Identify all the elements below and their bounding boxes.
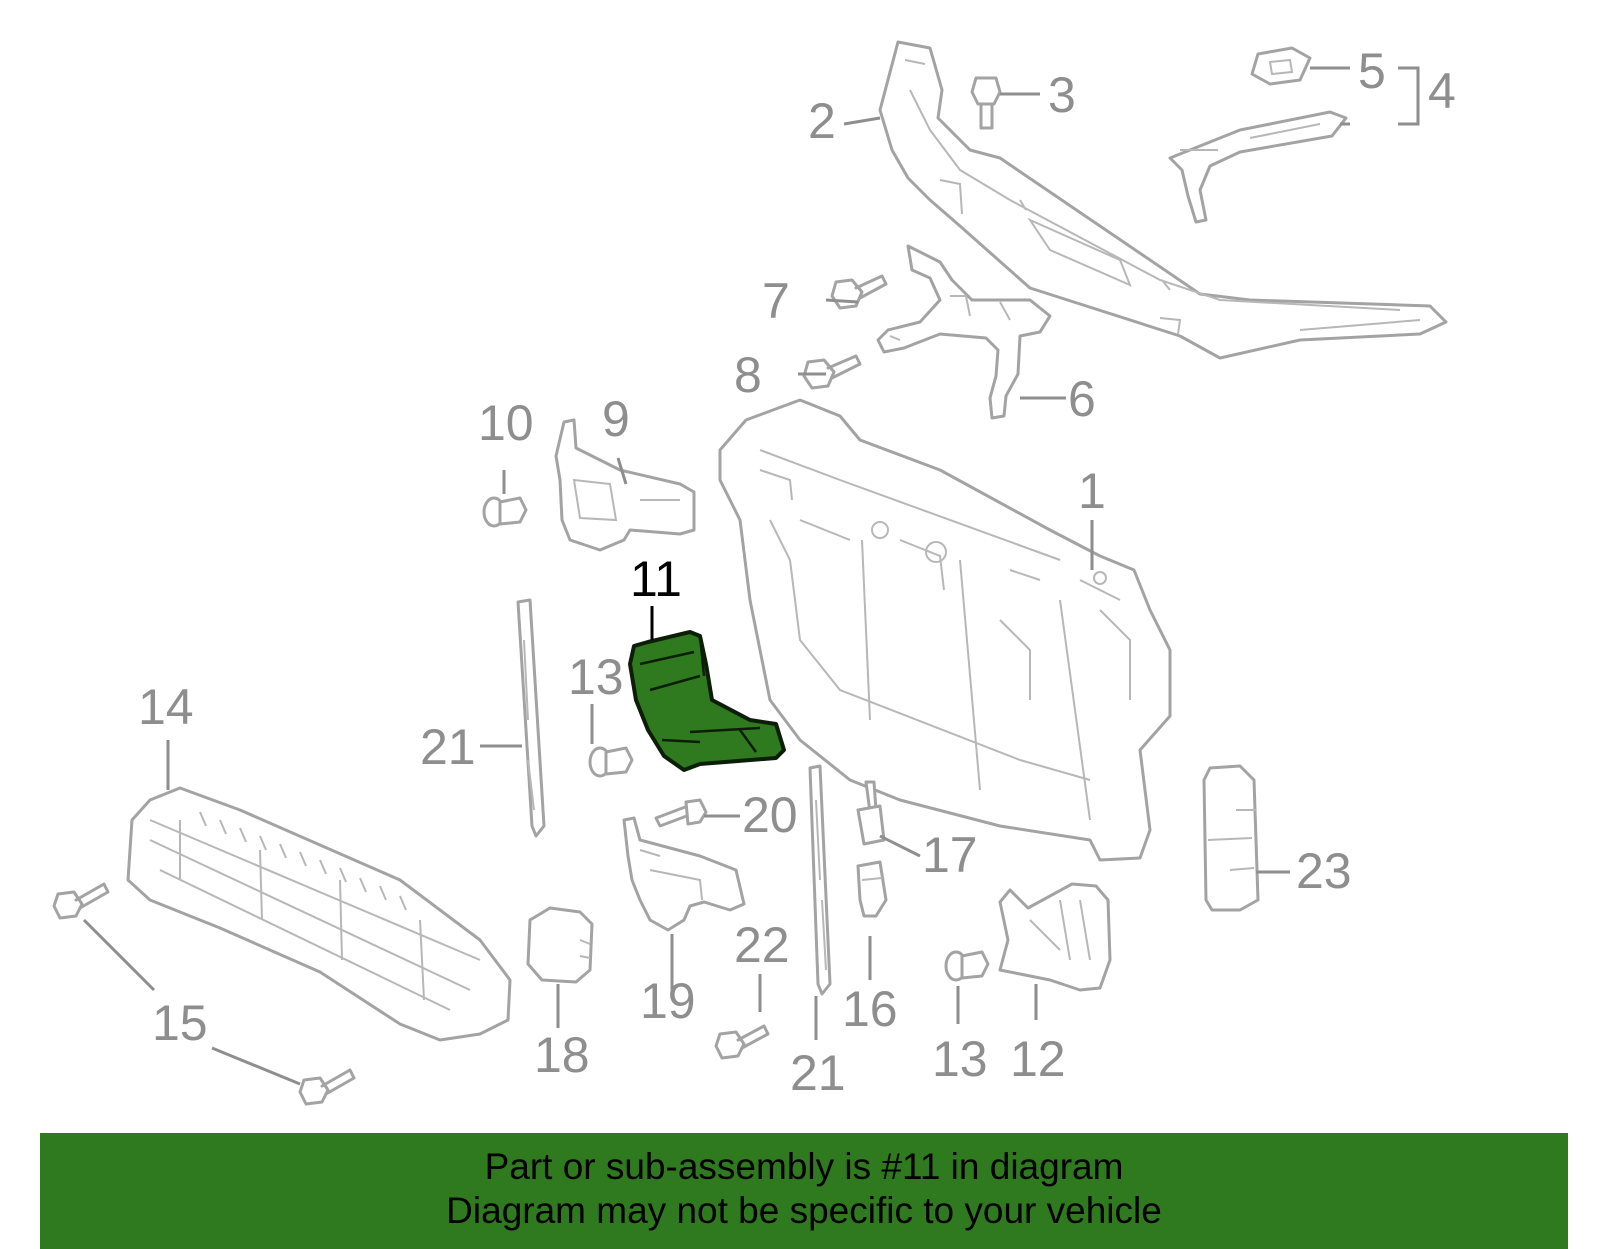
part-16-connector[interactable] (856, 860, 888, 918)
callout-13-upper: 13 (568, 649, 624, 705)
part-23-component[interactable] (1202, 764, 1260, 912)
callout-numbers: 2 3 5 4 7 8 6 10 9 1 11 13 14 21 20 17 2… (138, 43, 1456, 1101)
part-14-lower-crossmember[interactable] (126, 786, 512, 1042)
leader-lines (82, 66, 1420, 1086)
callout-11: 11 (630, 551, 682, 607)
part-2-upper-tie-bar[interactable] (878, 40, 1448, 360)
callout-19: 19 (640, 973, 696, 1029)
part-20-bolt[interactable] (654, 798, 708, 828)
part-12-air-guide[interactable] (998, 882, 1112, 992)
part-6-bracket[interactable] (876, 244, 1052, 420)
callout-18: 18 (534, 1027, 590, 1083)
callout-15: 15 (152, 995, 208, 1051)
callout-1: 1 (1078, 463, 1106, 519)
part-18-module[interactable] (526, 906, 594, 984)
banner-line-disclaimer: Diagram may not be specific to your vehi… (446, 1190, 1162, 1231)
callout-17: 17 (922, 827, 978, 883)
part-13-clip-lower[interactable] (944, 950, 990, 982)
part-13-clip-upper[interactable] (588, 746, 634, 778)
part-15-bolt-lower[interactable] (298, 1068, 356, 1106)
part-15-bolt-upper[interactable] (52, 882, 110, 920)
part-1-radiator-support[interactable] (718, 398, 1172, 862)
callout-5: 5 (1358, 43, 1386, 99)
part-22-bolt[interactable] (714, 1024, 770, 1060)
callout-6: 6 (1068, 371, 1096, 427)
part-8-bolt[interactable] (802, 354, 862, 390)
part-19-bracket[interactable] (622, 816, 746, 932)
callout-23: 23 (1296, 843, 1352, 899)
callout-14: 14 (138, 679, 194, 735)
part-7-bolt[interactable] (830, 274, 888, 310)
callout-12: 12 (1010, 1031, 1066, 1087)
callout-21-bottom: 21 (790, 1045, 846, 1101)
callout-10: 10 (478, 395, 534, 451)
callout-20: 20 (742, 787, 798, 843)
part-4-latch-support[interactable] (1168, 110, 1348, 224)
callout-8: 8 (734, 347, 762, 403)
part-3-bolt[interactable] (970, 76, 1002, 130)
part-11-air-guide[interactable] (628, 630, 786, 772)
part-5-bracket[interactable] (1250, 46, 1312, 86)
part-21-strip-left[interactable] (516, 598, 546, 838)
callout-4: 4 (1428, 63, 1456, 119)
part-10-clip[interactable] (482, 496, 528, 528)
part-9-bracket[interactable] (554, 418, 696, 552)
callout-13-lower: 13 (932, 1031, 988, 1087)
part-17-sensor[interactable] (856, 780, 886, 846)
callout-22: 22 (734, 917, 790, 973)
info-banner: Part or sub-assembly is #11 in diagram D… (40, 1133, 1568, 1249)
callout-2: 2 (808, 93, 836, 149)
callout-16: 16 (842, 981, 898, 1037)
callout-3: 3 (1048, 67, 1076, 123)
banner-line-part-number: Part or sub-assembly is #11 in diagram (484, 1146, 1124, 1187)
callout-9: 9 (602, 391, 630, 447)
callout-21-left: 21 (420, 719, 476, 775)
callout-7: 7 (762, 273, 790, 329)
part-21-strip-right[interactable] (808, 764, 832, 996)
